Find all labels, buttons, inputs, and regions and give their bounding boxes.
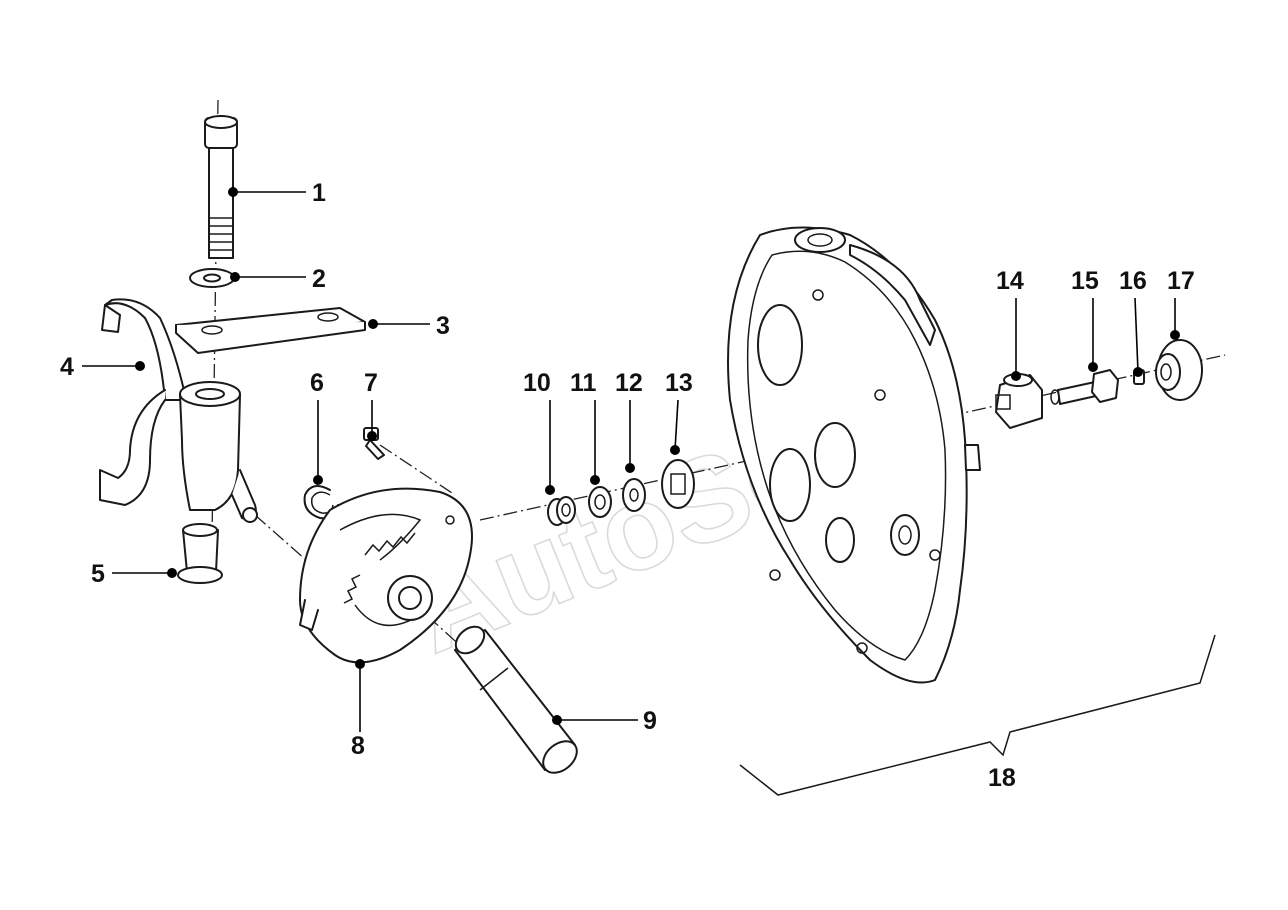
callout-10: 10 — [523, 369, 551, 397]
callout-17: 17 — [1167, 267, 1195, 295]
callout-18: 18 — [988, 764, 1016, 792]
lock-washer-part — [588, 486, 612, 518]
seal-part — [1155, 339, 1203, 401]
callout-14: 14 — [996, 267, 1024, 295]
callout-11: 11 — [570, 369, 597, 397]
callout-1: 1 — [312, 179, 326, 207]
callout-15: 15 — [1071, 267, 1099, 295]
shift-fork-part — [99, 298, 258, 523]
callout-16: 16 — [1119, 267, 1147, 295]
pin-bolt-part — [1050, 369, 1119, 405]
callout-13: 13 — [665, 369, 693, 397]
callout-6: 6 — [310, 369, 324, 397]
callout-4: 4 — [60, 353, 74, 381]
washer-part — [189, 268, 235, 288]
callout-2: 2 — [312, 265, 326, 293]
plug-part — [995, 373, 1043, 429]
callout-labels: 1 2 3 4 5 6 7 8 9 10 11 12 13 14 15 16 1… — [60, 179, 1195, 792]
leader-lines — [82, 191, 1176, 732]
callout-9: 9 — [643, 707, 657, 735]
callout-7: 7 — [364, 369, 378, 397]
locking-plate-part — [175, 307, 366, 354]
leader-dots — [135, 187, 1180, 725]
callout-5: 5 — [91, 560, 105, 588]
square-hole-washer-part — [661, 459, 695, 509]
shaft-part — [454, 625, 578, 774]
group-bracket — [739, 634, 1216, 796]
callout-12: 12 — [615, 369, 643, 397]
sleeve-part — [177, 523, 223, 584]
callout-8: 8 — [351, 732, 365, 760]
gear-cover-part — [299, 487, 473, 664]
flat-washer-part — [622, 478, 646, 512]
housing-part — [727, 226, 981, 684]
bolt-part — [204, 115, 238, 259]
callout-3: 3 — [436, 312, 450, 340]
bushing-part — [547, 496, 576, 526]
